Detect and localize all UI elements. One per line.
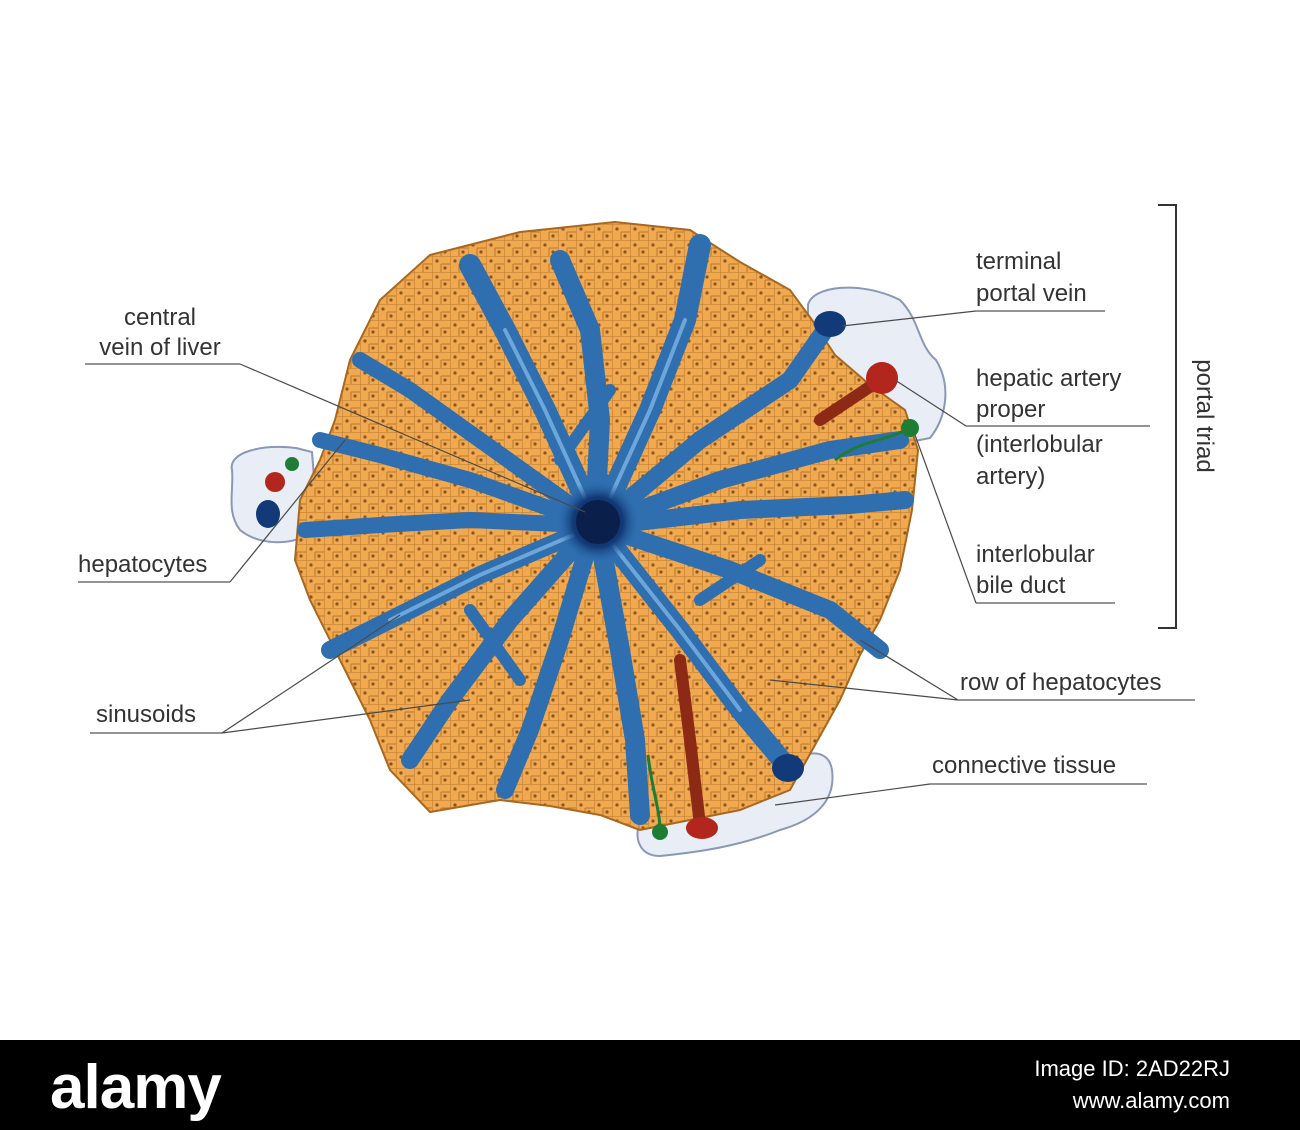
label-bile-duct-line1: interlobular	[976, 541, 1095, 568]
sinusoid	[550, 250, 611, 530]
portal-vein-upper-right	[814, 311, 846, 337]
leader-terminal-portal-vein	[841, 310, 977, 327]
sinusoid-highlight	[388, 528, 587, 622]
sinusoid	[601, 521, 889, 659]
leader-row-of-hepatocytes-2	[769, 679, 959, 701]
leader-connective-tissue	[774, 783, 931, 806]
portal-vein-bottom	[772, 754, 804, 782]
leader-sinusoids-1	[221, 614, 401, 734]
sinusoid	[590, 530, 650, 825]
label-central-vein-line2: vein of liver	[99, 334, 220, 361]
sinusoid	[352, 352, 593, 523]
portal-triad-bracket	[1158, 204, 1177, 629]
label-connective-tissue: connective tissue	[932, 752, 1116, 779]
connective-tissue-left	[230, 446, 320, 544]
sinusoid	[297, 511, 590, 538]
sinusoids-network	[297, 234, 914, 825]
label-sinusoids: sinusoids	[96, 701, 196, 728]
hepatic-artery-upper-right	[866, 362, 898, 394]
label-hepatic-artery-line1: hepatic artery	[976, 365, 1121, 392]
leader-hepatocytes	[229, 439, 346, 583]
portal-vein-left	[256, 500, 280, 528]
label-terminal-portal-vein-line1: terminal	[976, 248, 1061, 275]
site-url-text: www.alamy.com	[1072, 1088, 1230, 1113]
leader-bile-duct	[914, 434, 977, 604]
label-hepatic-artery-line2: proper	[976, 396, 1045, 423]
image-id-text: Image ID: 2AD22RJ	[1034, 1056, 1230, 1081]
sinusoid-highlight	[603, 533, 742, 712]
label-portal-triad: portal triad	[1191, 359, 1218, 472]
sinusoid	[312, 432, 590, 528]
hepatic-artery-branch-bottom	[674, 654, 706, 831]
brand-logo: alamy	[50, 1053, 222, 1122]
label-row-of-hepatocytes: row of hepatocytes	[960, 669, 1161, 696]
label-bile-duct-line2: bile duct	[976, 572, 1066, 599]
sinusoid	[601, 321, 834, 524]
label-central-vein-line1: central	[124, 304, 196, 331]
bile-duct-left	[285, 457, 299, 471]
label-hepatic-artery-line3: (interlobular	[976, 431, 1103, 458]
sinusoid	[694, 554, 766, 606]
sinusoid-highlight	[503, 328, 597, 522]
bile-duct-upper-right	[901, 419, 919, 437]
sinusoid	[603, 491, 914, 534]
leader-sinusoids-2	[221, 699, 471, 734]
label-hepatic-artery-line4: artery)	[976, 463, 1045, 490]
leader-row-of-hepatocytes-1	[859, 639, 959, 701]
sinusoid-highlight	[598, 318, 687, 522]
label-terminal-portal-vein-line2: portal vein	[976, 280, 1087, 307]
sinusoid	[464, 604, 526, 686]
label-hepatocytes: hepatocytes	[78, 551, 207, 578]
central-vein-core	[576, 500, 620, 544]
leader-central-vein	[239, 363, 586, 513]
sinusoid	[554, 384, 616, 466]
leader-hepatic-artery	[894, 379, 967, 427]
sinusoid	[401, 526, 594, 769]
footer-bar: alamy Image ID: 2AD22RJ www.alamy.com	[0, 1040, 1300, 1130]
hepatic-artery-left	[265, 472, 285, 492]
sinusoid	[496, 531, 599, 799]
bile-duct-bottom	[652, 824, 668, 840]
hepatic-artery-bottom	[686, 817, 718, 839]
